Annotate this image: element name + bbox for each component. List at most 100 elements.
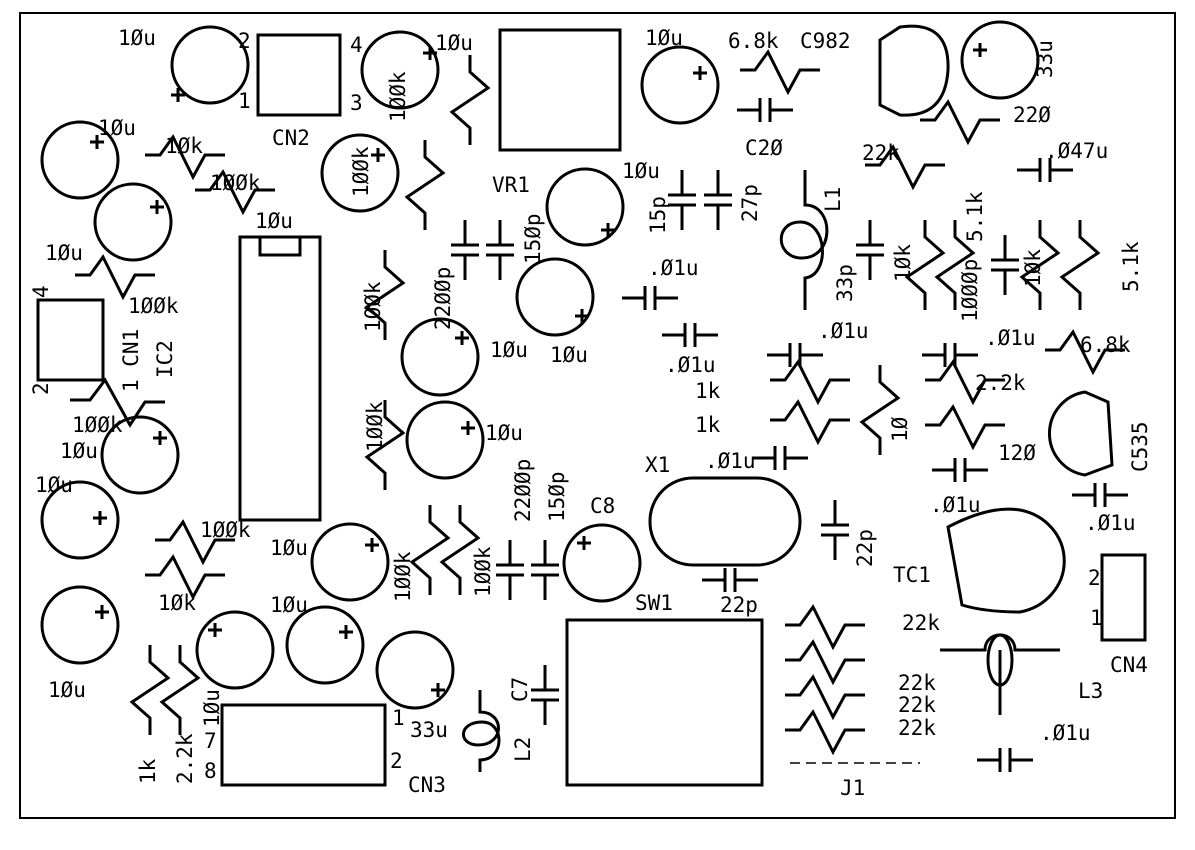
resistor: [1045, 329, 1125, 376]
component-label: 22ØØp: [511, 459, 535, 522]
electrolytic-capacitor: [562, 523, 642, 603]
connector-cn4: [1100, 553, 1147, 642]
polarity-plus-icon: [575, 309, 589, 323]
component-label: 1ØØk: [391, 551, 415, 602]
component-label: .Ø1u: [985, 326, 1036, 350]
resistor: [920, 99, 1000, 146]
ic2-pin1-notch: [258, 235, 302, 257]
capacitor: [531, 665, 559, 725]
trimmer-vr1: [498, 28, 622, 152]
component-label: 1ØØk: [200, 518, 251, 542]
capacitor: [496, 540, 524, 600]
polarity-plus-icon: [423, 46, 437, 60]
resistor: [439, 505, 481, 595]
capacitor: [821, 500, 849, 560]
resistor: [364, 250, 406, 340]
transistor-c982: [878, 24, 950, 117]
capacitor: [737, 98, 793, 122]
component-label: 1Ø: [888, 416, 912, 442]
resistor: [934, 220, 976, 310]
component-label: 1ØØk: [72, 413, 123, 437]
component-label: 1ØØk: [471, 546, 495, 597]
component-label: 33u: [410, 718, 448, 742]
component-label: 2: [1088, 566, 1101, 590]
resistor: [145, 134, 225, 181]
component-label: 1: [1090, 606, 1103, 630]
electrolytic-capacitor: [195, 610, 275, 690]
capacitor: [991, 235, 1019, 295]
resistor: [409, 505, 451, 595]
resistor: [785, 674, 865, 721]
component-label: 1Øu: [435, 31, 473, 55]
component-label: 2.2k: [173, 733, 197, 784]
component-label: 5.1k: [1119, 241, 1143, 292]
electrolytic-capacitor: [40, 585, 120, 665]
component-label: 1: [392, 706, 405, 730]
component-label: 22ØØp: [431, 267, 455, 330]
component-label: 1Øu: [622, 159, 660, 183]
component-label: .Ø1u: [665, 353, 716, 377]
component-label: 22k: [898, 693, 936, 717]
switch-sw1: [565, 618, 764, 787]
component-label: 15Øp: [545, 471, 569, 522]
component-label: 1Øu: [35, 473, 73, 497]
component-label: C982: [800, 29, 851, 53]
resistor: [770, 399, 850, 446]
component-label: CN2: [272, 126, 310, 150]
component-label: CN4: [1110, 653, 1148, 677]
component-label: 22k: [898, 671, 936, 695]
component-label: 1ØØk: [363, 401, 387, 452]
component-label: 22p: [853, 529, 877, 567]
component-label: 1Øu: [270, 536, 308, 560]
component-label: 1Øu: [255, 209, 293, 233]
polarity-plus-icon: [208, 623, 222, 637]
component-label: TC1: [893, 563, 931, 587]
component-label: .Ø1u: [648, 256, 699, 280]
capacitor: [531, 540, 559, 600]
polarity-plus-icon: [90, 135, 104, 149]
component-label: 22k: [902, 611, 940, 635]
resistor: [904, 220, 946, 310]
polarity-plus-icon: [95, 605, 109, 619]
polarity-plus-icon: [339, 625, 353, 639]
component-label: 1: [238, 89, 251, 113]
component-label: C535: [1128, 421, 1152, 472]
electrolytic-capacitor: [405, 400, 485, 480]
component-label: 7: [204, 729, 217, 753]
trimmer-capacitor-tc1: [946, 507, 1066, 614]
component-label: 1Øu: [60, 439, 98, 463]
component-label: .Ø1u: [705, 449, 756, 473]
component-label: 15p: [646, 196, 670, 234]
component-label: .Ø47u: [1045, 139, 1108, 163]
capacitor: [932, 458, 988, 482]
electrolytic-capacitor: [545, 167, 625, 247]
component-label: 1Øu: [200, 689, 224, 727]
component-label: 6.8k: [728, 29, 779, 53]
electrolytic-capacitor: [310, 522, 390, 602]
component-label: 2: [238, 29, 251, 53]
component-label: 1Øu: [485, 421, 523, 445]
component-label: 1Øk: [891, 244, 915, 282]
inductor-l3: [940, 633, 1060, 715]
resistor: [364, 400, 406, 490]
resistor: [129, 645, 171, 735]
component-label: 1Øu: [490, 338, 528, 362]
component-label: 22Ø: [1013, 103, 1051, 127]
component-label: 2: [390, 749, 403, 773]
resistor: [925, 404, 1005, 451]
capacitor: [767, 343, 823, 367]
crystal-x1: [648, 476, 802, 567]
polarity-plus-icon: [365, 538, 379, 552]
component-label: 5.1k: [963, 191, 987, 242]
resistor: [404, 140, 446, 230]
component-label: 1Øk: [158, 591, 196, 615]
electrolytic-capacitor: [375, 630, 455, 710]
board-outline: [19, 12, 1176, 819]
component-label: 1ØØk: [386, 71, 410, 122]
component-label: 22k: [898, 716, 936, 740]
polarity-plus-icon: [153, 431, 167, 445]
component-label: SW1: [635, 591, 673, 615]
component-label: X1: [645, 453, 670, 477]
resistor: [449, 55, 491, 145]
inductor-l1: [779, 170, 829, 310]
